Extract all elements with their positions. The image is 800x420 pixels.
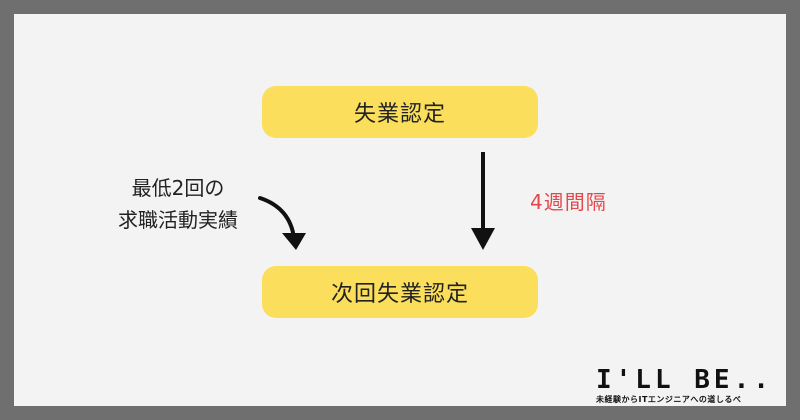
next-unemployment-certification-label: 次回失業認定	[330, 282, 469, 307]
requirement-line-2: 求職活動実績	[118, 208, 238, 232]
logo-title: I'LL BE..	[596, 365, 773, 395]
unemployment-certification-label: 失業認定	[353, 102, 446, 127]
logo-tagline: 未経験からITエンジニアへの道しるべ	[596, 395, 742, 404]
requirement-line-1: 最低2回の	[131, 176, 225, 200]
next-unemployment-certification-box: 次回失業認定	[262, 266, 538, 318]
site-logo: I'LL BE.. 未経験からITエンジニアへの道しるべ	[596, 366, 786, 410]
unemployment-certification-box: 失業認定	[262, 86, 538, 138]
interval-label: 4週間隔	[530, 190, 607, 214]
arrows-layer	[258, 152, 495, 250]
diagram-canvas: 失業認定 次回失業認定 最低2回の 求職活動実績 4週間隔 I'LL BE.. …	[14, 14, 786, 406]
job-search-requirement-note: 最低2回の 求職活動実績	[92, 172, 264, 236]
curved-arrow-icon	[258, 196, 306, 250]
down-arrow-icon	[471, 152, 495, 250]
